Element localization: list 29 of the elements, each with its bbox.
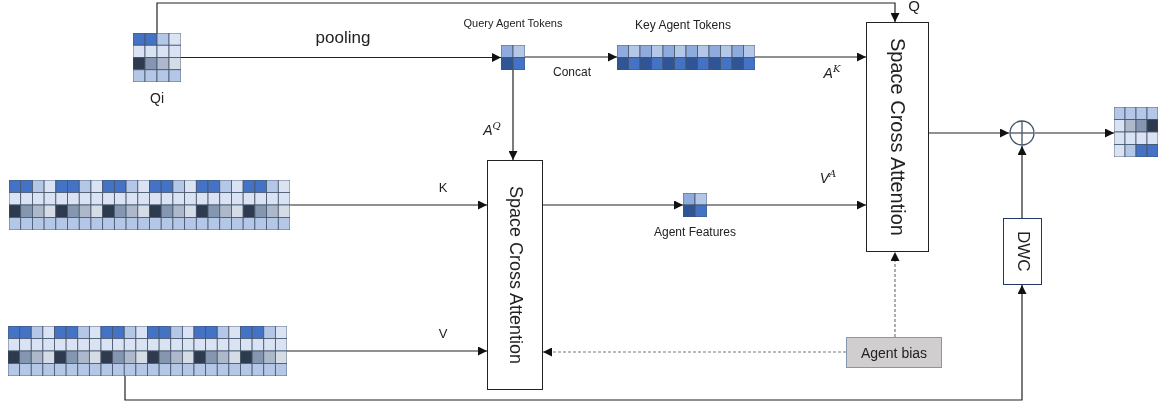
arrow: [1017, 145, 1027, 219]
box-label: Space Cross Attention: [886, 38, 909, 236]
arrow: [754, 52, 867, 62]
edge-label: pooling: [314, 29, 372, 48]
node-label: Query Agent Tokens: [463, 17, 563, 30]
arrow: [1034, 128, 1115, 138]
node-label: Agent Features: [653, 226, 737, 240]
arrow: [524, 52, 618, 62]
box-label: Space Cross Attention: [504, 185, 526, 365]
process-box: [866, 22, 929, 252]
arrow: [542, 347, 847, 357]
arrow: [289, 200, 488, 210]
process-box: [487, 160, 543, 390]
arrow: [928, 128, 1010, 138]
edge-label: Q: [907, 0, 921, 15]
box-label: DWC: [1012, 231, 1033, 272]
arrow: [706, 200, 867, 210]
box-label: Agent bias: [860, 344, 928, 361]
arrow: [890, 251, 900, 338]
process-box: [1003, 218, 1042, 285]
arrow: [508, 69, 518, 161]
node-label: Key Agent Tokens: [635, 19, 731, 33]
arrow: [542, 200, 684, 210]
arrow: [180, 53, 502, 62]
node-label: Qi: [150, 91, 164, 107]
arrow: [286, 346, 488, 356]
input-box: [846, 337, 942, 368]
arrow: [156, 2, 900, 34]
arrow: [124, 284, 1027, 401]
